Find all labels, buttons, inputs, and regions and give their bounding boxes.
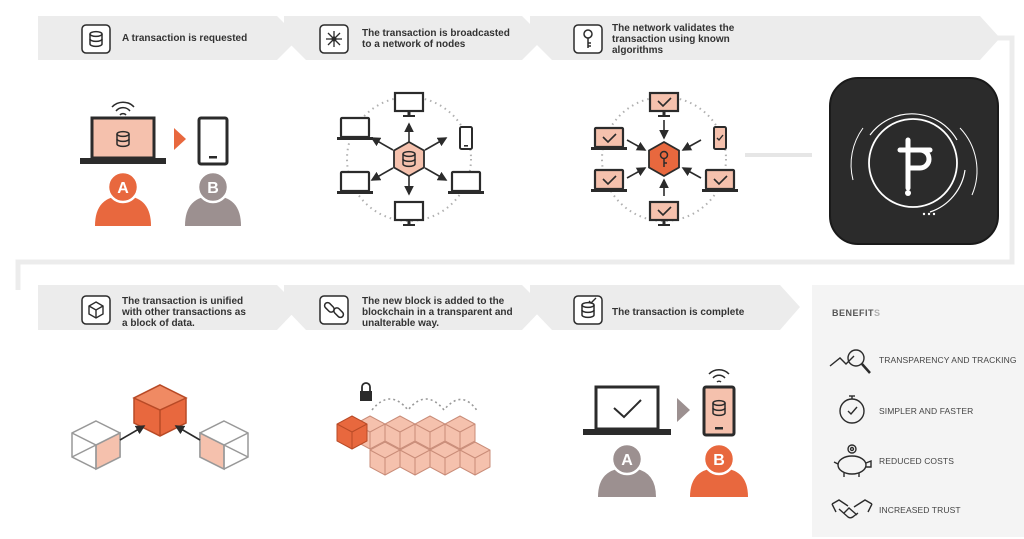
user-b-avatar: B bbox=[185, 170, 241, 226]
step-1-label: A transaction is requested bbox=[122, 33, 248, 44]
user-a-label-complete: A bbox=[621, 452, 633, 469]
benefits-panel bbox=[812, 285, 1024, 537]
database-icon bbox=[81, 24, 111, 54]
node-hub-cube bbox=[393, 140, 425, 178]
cube-icon bbox=[81, 295, 111, 325]
phone-complete bbox=[702, 385, 736, 437]
broadcast-network bbox=[335, 91, 486, 228]
app-logo-tile bbox=[829, 77, 999, 245]
network-icon bbox=[319, 24, 349, 54]
chain-link-icon bbox=[319, 295, 349, 325]
flow-connector-line bbox=[15, 35, 1015, 290]
logo-mark-icon bbox=[897, 137, 933, 191]
benefit-costs: REDUCED COSTS bbox=[879, 456, 954, 466]
benefit-simpler: SIMPLER AND FASTER bbox=[879, 406, 974, 416]
laptop-sender bbox=[80, 116, 166, 164]
wifi-icon-receiver bbox=[708, 369, 730, 383]
blockchain-illustration bbox=[336, 382, 491, 476]
benefit-transparency: TRANSPARENCY AND TRACKING bbox=[879, 355, 1017, 365]
user-a-label: A bbox=[117, 180, 129, 197]
user-a-avatar-complete: A bbox=[598, 442, 656, 497]
benefits-heading-tail: S bbox=[874, 308, 881, 318]
arrow-right-icon bbox=[174, 128, 186, 150]
step-5-label: The new block is added to the blockchain… bbox=[362, 296, 513, 329]
handshake-icon bbox=[831, 499, 873, 519]
piggy-bank-icon bbox=[833, 444, 872, 477]
step-4-label: The transaction is unified with other tr… bbox=[122, 296, 246, 329]
benefits-heading-main: BENEFIT bbox=[832, 308, 875, 318]
magnifier-chart-icon bbox=[829, 349, 871, 374]
user-b-label: B bbox=[207, 180, 219, 197]
block-unify-illustration bbox=[71, 384, 249, 471]
step-2-label: The transaction is broadcasted to a netw… bbox=[362, 28, 510, 50]
phone-receiver bbox=[197, 116, 229, 166]
key-icon bbox=[573, 24, 603, 54]
benefits-heading: BENEFITS bbox=[832, 308, 881, 318]
laptop-complete bbox=[583, 385, 671, 435]
validation-network bbox=[589, 91, 740, 228]
step-3-label: The network validates the transaction us… bbox=[612, 23, 735, 56]
user-a-avatar: A bbox=[95, 170, 151, 226]
benefit-trust: INCREASED TRUST bbox=[879, 505, 961, 515]
step-6-label: The transaction is complete bbox=[612, 307, 745, 318]
wifi-icon bbox=[111, 101, 135, 116]
user-b-label-complete: B bbox=[713, 452, 725, 469]
stopwatch-icon bbox=[839, 395, 865, 424]
node-hub-key bbox=[648, 140, 680, 178]
lock-icon bbox=[360, 382, 372, 401]
arrow-right-gray-icon bbox=[677, 398, 690, 422]
database-check-icon bbox=[573, 295, 603, 325]
user-b-avatar-complete: B bbox=[690, 442, 748, 497]
